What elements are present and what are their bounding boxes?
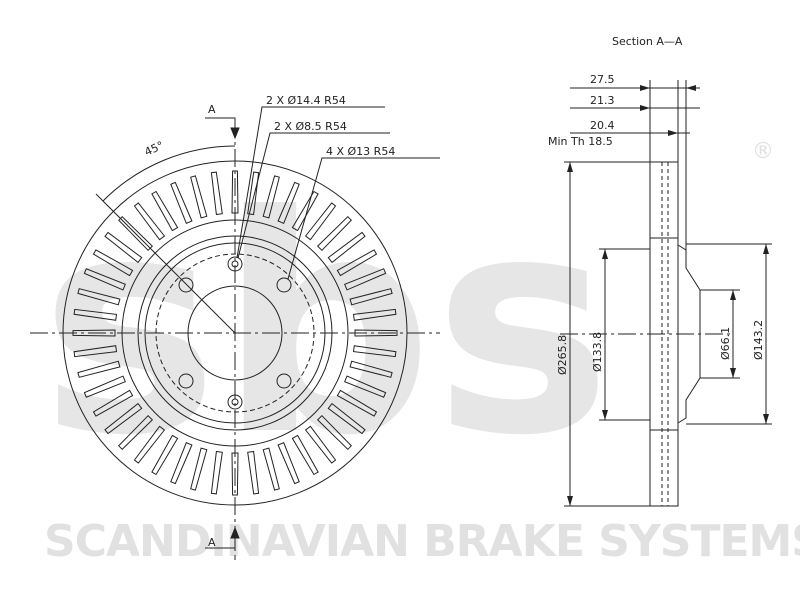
- cooling-vane: [354, 329, 398, 337]
- cooling-vane: [349, 360, 393, 378]
- cooling-vanes: [72, 170, 398, 496]
- cooling-vane: [231, 170, 239, 214]
- section-title: Section A—A: [612, 35, 683, 48]
- cooling-vane: [277, 181, 300, 224]
- cooling-vane: [316, 215, 353, 252]
- cooling-vane: [352, 308, 397, 321]
- cooling-vane: [170, 442, 193, 485]
- cooling-vane: [77, 288, 121, 306]
- section-view-labels: Section A—A 27.5 21.3 20.4 Min Th 18.5 Ø…: [548, 35, 765, 375]
- cooling-vane: [291, 434, 319, 476]
- hole-label-14-4: 2 X Ø14.4 R54: [266, 94, 346, 107]
- hole-14-4-top-inner: [231, 260, 239, 268]
- cooling-vane: [83, 375, 126, 398]
- dim-label-133-8: Ø133.8: [591, 332, 604, 372]
- registered-mark: ®: [752, 139, 774, 164]
- hole-label-8-5: 2 X Ø8.5 R54: [274, 120, 347, 133]
- cooling-vane: [349, 288, 393, 306]
- cooling-vane: [352, 345, 397, 358]
- section-arrow-bottom: [230, 526, 240, 539]
- cooling-vane: [170, 181, 193, 224]
- cooling-vane: [77, 360, 121, 378]
- hat-profile-top: [677, 244, 701, 291]
- cooling-vane: [151, 190, 179, 232]
- cooling-vane: [327, 402, 366, 435]
- cooling-vane: [344, 268, 387, 291]
- cooling-vane: [327, 231, 366, 264]
- hole-13-2: [276, 277, 292, 293]
- angle-leg: [95, 193, 236, 334]
- section-label-top: A: [208, 103, 216, 116]
- cooling-vane: [262, 175, 280, 219]
- dim-label-21-3: 21.3: [590, 94, 615, 107]
- cooling-vane: [73, 308, 118, 321]
- cooling-vane: [133, 425, 166, 464]
- dim-label-min-thickness: Min Th 18.5: [548, 135, 613, 148]
- hat-profile-bottom: [677, 377, 701, 424]
- cooling-vane: [344, 375, 387, 398]
- sbs-logo-watermark: sbs: [40, 152, 612, 501]
- cooling-vane: [92, 389, 134, 417]
- angle-arc: [102, 145, 236, 202]
- cooling-vane: [304, 425, 337, 464]
- cooling-vane: [247, 171, 260, 216]
- cooling-vane: [73, 345, 118, 358]
- section-view: [560, 80, 772, 507]
- hole-14-4-bottom-inner: [231, 398, 239, 406]
- dim-label-66-1: Ø66.1: [719, 327, 732, 360]
- leader-hole-13: [287, 157, 440, 280]
- section-label-bottom: A: [208, 536, 216, 549]
- cooling-vane: [104, 231, 143, 264]
- hole-14-4-top: [227, 256, 243, 272]
- cooling-vane: [210, 171, 223, 216]
- leader-hole-14-4: [236, 106, 385, 259]
- section-arrow-top: [230, 127, 240, 140]
- leader-hole-8-5: [237, 132, 390, 259]
- cooling-vane: [190, 175, 208, 219]
- dim-label-265-8: Ø265.8: [556, 335, 569, 375]
- cooling-vane: [104, 402, 143, 435]
- dim-label-20-4: 20.4: [590, 119, 615, 132]
- cooling-vane: [72, 329, 116, 337]
- cooling-vane: [336, 249, 378, 277]
- hole-13-1: [178, 277, 194, 293]
- cooling-vane: [316, 414, 353, 451]
- cooling-vane: [133, 202, 166, 241]
- cooling-vane: [117, 215, 154, 252]
- cooling-vane: [117, 414, 154, 451]
- front-view: [30, 106, 440, 560]
- company-name-watermark: SCANDINAVIAN BRAKE SYSTEMS: [44, 516, 800, 567]
- hole-13-4: [276, 373, 292, 389]
- cooling-vane: [262, 447, 280, 491]
- cooling-vane: [291, 190, 319, 232]
- cooling-vane: [231, 452, 239, 496]
- cooling-vane: [92, 249, 134, 277]
- cooling-vane: [151, 434, 179, 476]
- cooling-vane: [304, 202, 337, 241]
- dim-label-143-2: Ø143.2: [752, 320, 765, 360]
- hole-13-3: [178, 373, 194, 389]
- cooling-vane: [210, 450, 223, 495]
- cooling-vane: [83, 268, 126, 291]
- hole-14-4-bottom: [227, 394, 243, 410]
- cooling-vane: [336, 389, 378, 417]
- cooling-vane: [247, 450, 260, 495]
- cooling-vane: [190, 447, 208, 491]
- cooling-vane: [277, 442, 300, 485]
- hole-label-13: 4 X Ø13 R54: [326, 145, 395, 158]
- dim-label-27-5: 27.5: [590, 73, 615, 86]
- dimension-arrowheads: [567, 85, 769, 506]
